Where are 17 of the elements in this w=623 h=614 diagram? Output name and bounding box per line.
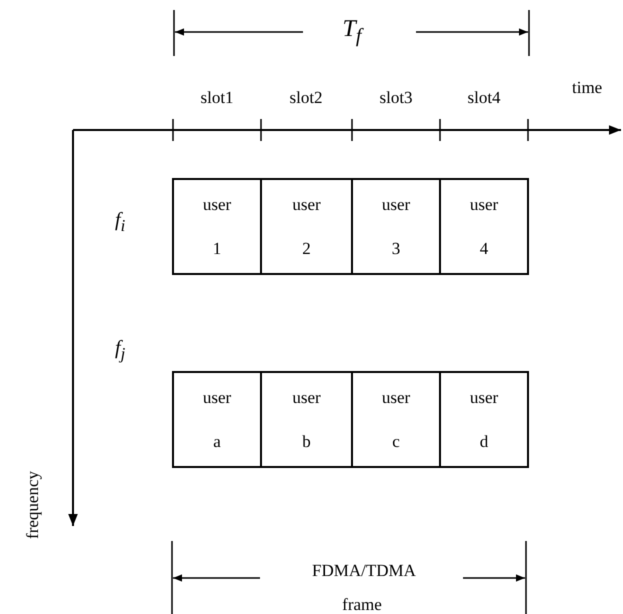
time-slot-cell: user 4 [439,178,529,275]
frequency-symbol: f$_{j}$ [115,336,126,364]
time-slot-cell: user b [260,371,353,468]
axis-label: time [572,78,602,98]
time-slot-cell: user 2 [260,178,353,275]
time-slot-cell: user d [439,371,529,468]
time-slot-cell: user a [172,371,262,468]
slot-label: slot4 [468,88,501,108]
slot-label: slot1 [200,88,234,108]
period-symbol: T$_{f}$ [342,16,362,48]
time-slot-cell: user 3 [351,178,441,275]
slot-label: slot3 [380,88,413,108]
axis-label: frequency [23,471,43,539]
time-slot-cell: user c [351,371,441,468]
slot-label: slot2 [290,88,323,108]
frequency-symbol: f$_{i}$ [115,208,126,236]
time-slot-cell: user 1 [172,178,262,275]
